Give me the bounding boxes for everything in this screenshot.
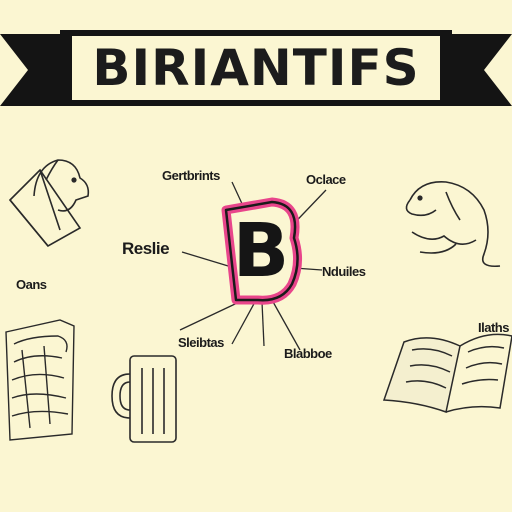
center-logo-icon [221,197,302,305]
connector-lines [179,181,327,351]
dog-origami-icon [8,159,90,248]
label-bottom-left: Sleibtas [178,335,224,350]
banner-right-ribbon [442,34,512,106]
label-left: Reslie [122,239,170,258]
dog-caption: Oans [16,277,47,292]
banner-plate [72,36,440,100]
banner-left-ribbon [0,34,70,106]
title-banner [0,30,512,106]
open-book-icon [382,333,512,413]
folded-cloth-icon [5,319,75,441]
banner-title: BIRIANTIFS [92,39,420,97]
label-bottom-right: Blabboe [284,346,332,361]
curled-animal-icon [405,181,501,268]
book-caption: Ilaths [478,320,509,335]
label-right: Nduiles [322,264,366,279]
center-logo-letter: B [232,208,290,294]
label-top-right: Oclace [306,172,346,187]
mug-icon [111,355,177,443]
label-top-left: Gertbrints [162,168,220,183]
